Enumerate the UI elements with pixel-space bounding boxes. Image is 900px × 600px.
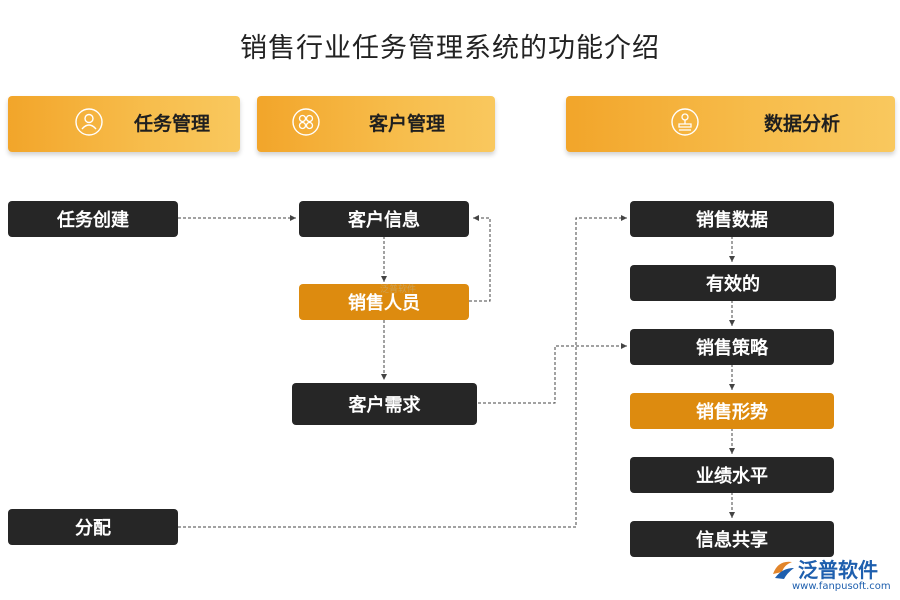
page-title: 销售行业任务管理系统的功能介绍 bbox=[240, 33, 660, 64]
node-info-sharing: 信息共享 bbox=[630, 521, 834, 557]
brand-logo: 泛普软件 www.fanpusoft.com bbox=[770, 552, 895, 592]
grid-cluster-icon bbox=[292, 108, 320, 136]
node-sales-trend: 销售形势 bbox=[630, 393, 834, 429]
node-customer-needs: 客户需求 bbox=[292, 383, 477, 425]
stamp-icon bbox=[671, 108, 699, 136]
node-sales-data: 销售数据 bbox=[630, 201, 834, 237]
node-customer-info: 客户信息 bbox=[299, 201, 469, 237]
header-task-management: 任务管理 bbox=[8, 96, 240, 152]
header-customer-management: 客户管理 bbox=[257, 96, 495, 152]
node-performance: 业绩水平 bbox=[630, 457, 834, 493]
node-assign: 分配 bbox=[8, 509, 178, 545]
brand-name: 泛普软件 bbox=[798, 558, 878, 582]
header-data-analysis-label: 数据分析 bbox=[764, 113, 841, 135]
link-sales-staff-back-to-customer-info bbox=[469, 215, 491, 302]
node-sales-strategy: 销售策略 bbox=[630, 329, 834, 365]
brand-url: www.fanpusoft.com bbox=[792, 581, 891, 592]
person-icon bbox=[75, 108, 103, 136]
header-customer-management-label: 客户管理 bbox=[369, 113, 446, 135]
watermark-small: 泛普软件 bbox=[380, 285, 417, 295]
link-customer-needs-to-sales-strategy bbox=[478, 343, 627, 404]
link-assign-to-sales-data bbox=[178, 215, 627, 528]
node-task-create: 任务创建 bbox=[8, 201, 178, 237]
node-sales-staff: 销售人员 bbox=[299, 284, 469, 320]
header-task-management-label: 任务管理 bbox=[134, 113, 211, 135]
header-data-analysis: 数据分析 bbox=[566, 96, 895, 152]
node-effective: 有效的 bbox=[630, 265, 836, 301]
fanpu-logo-icon bbox=[773, 561, 794, 579]
